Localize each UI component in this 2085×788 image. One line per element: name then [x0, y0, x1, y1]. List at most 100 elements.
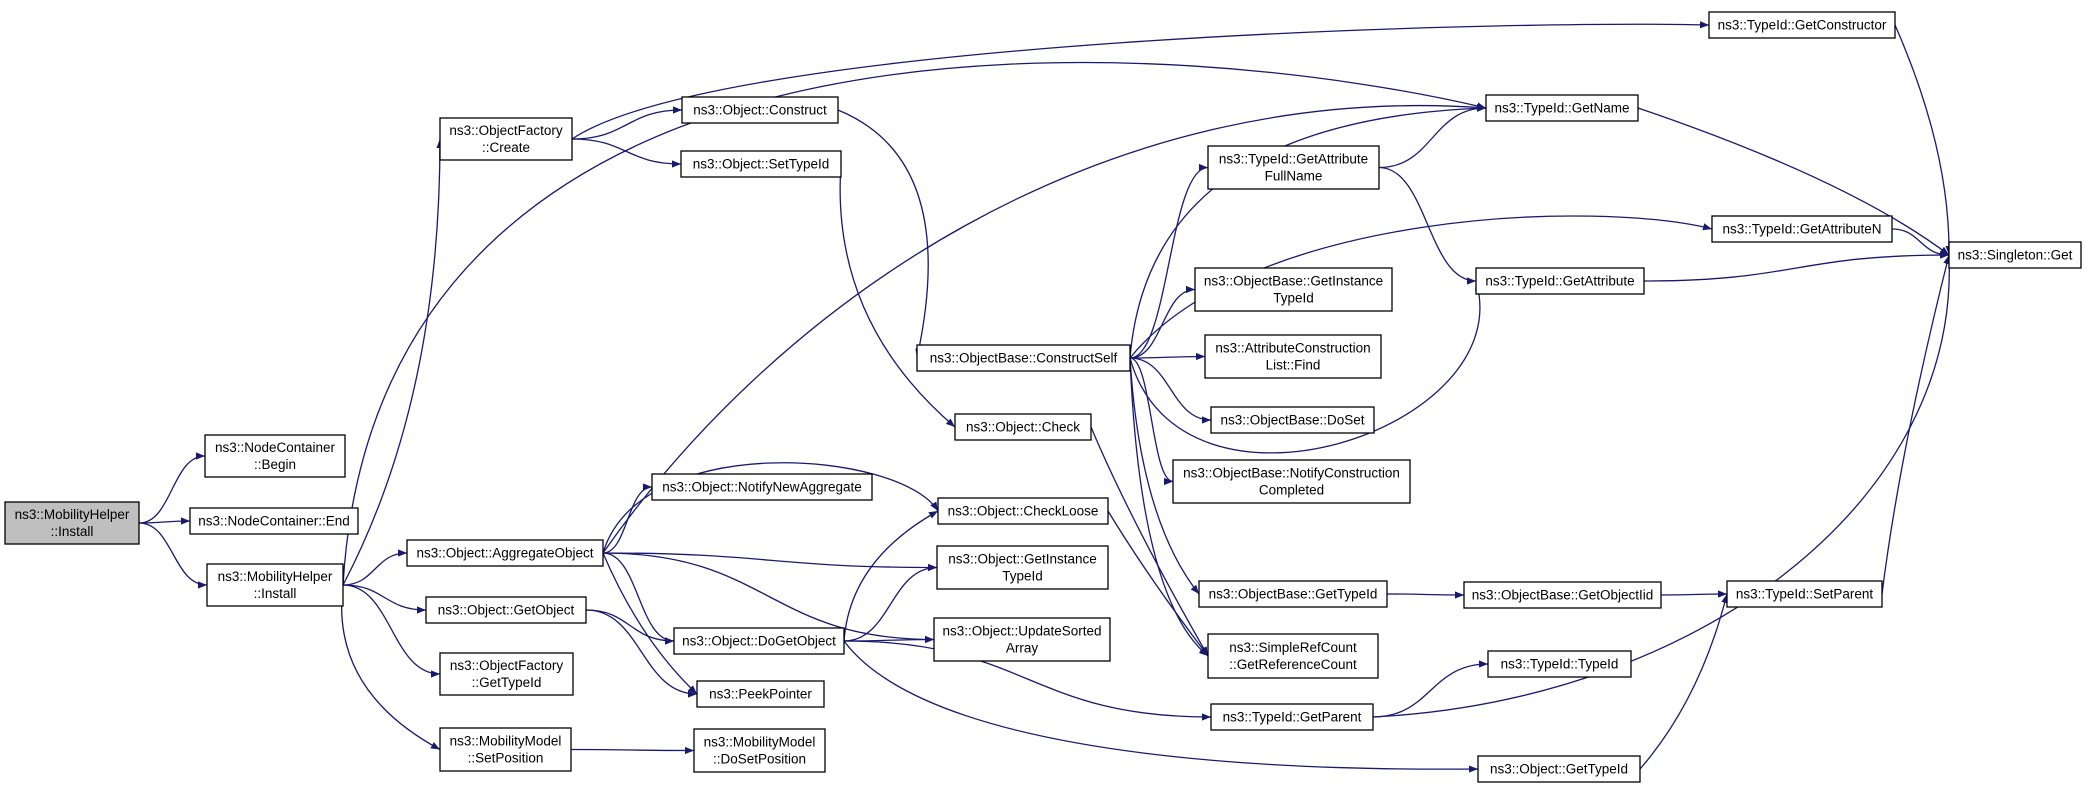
edge-line [1378, 104, 1487, 169]
edge-line [138, 452, 206, 524]
node-label: ns3::MobilityModel [704, 735, 816, 750]
node-label: Array [1006, 641, 1039, 656]
node-ob-doset[interactable]: ns3::ObjectBase::DoSet [1210, 406, 1375, 434]
node-mm-dosetpos[interactable]: ns3::MobilityModel::DoSetPosition [693, 728, 826, 773]
node-label: ns3::TypeId::GetAttribute [1485, 274, 1634, 289]
node-label: ::GetTypeId [472, 675, 542, 690]
edge-line [342, 584, 441, 678]
edge-line [1891, 228, 1950, 259]
node-box [1207, 145, 1380, 190]
edge-ob-constructself-to-acl-find [1129, 352, 1206, 361]
node-label: ns3::TypeId::SetParent [1736, 587, 1874, 602]
node-label: ns3::ObjectBase::NotifyConstruction [1183, 466, 1400, 481]
node-ob-constructself[interactable]: ns3::ObjectBase::ConstructSelf [916, 344, 1131, 372]
edge-mh-install-root-to-mh-install [138, 522, 208, 589]
edge-ob-constructself-to-ob-getinstance [1129, 285, 1196, 359]
node-label: ns3::ObjectBase::ConstructSelf [930, 351, 1118, 366]
node-of-gettypeid[interactable]: ns3::ObjectFactory::GetTypeId [439, 652, 574, 696]
node-box [916, 344, 1131, 372]
node-box [1463, 581, 1662, 609]
node-o-notify[interactable]: ns3::Object::NotifyNewAggregate [651, 473, 873, 501]
node-ob-getobjectiid[interactable]: ns3::ObjectBase::GetObjectIid [1463, 581, 1662, 609]
node-nc-end[interactable]: ns3::NodeContainer::End [189, 507, 359, 535]
node-nc-begin[interactable]: ns3::NodeContainer::Begin [204, 434, 346, 478]
node-label: ns3::Singleton::Get [1958, 248, 2073, 263]
edge-o-construct-to-ob-constructself [837, 109, 929, 359]
edge-line [1643, 251, 1950, 282]
edge-line [602, 103, 1487, 554]
edge-mh-install-to-t-getname [342, 61, 1487, 586]
edge-line [342, 61, 1487, 586]
node-mh-install-root[interactable]: ns3::MobilityHelper::Install [4, 501, 140, 545]
node-ob-gettypeid[interactable]: ns3::ObjectBase::GetTypeId [1198, 580, 1388, 608]
node-ob-notifyconst[interactable]: ns3::ObjectBase::NotifyConstructionCompl… [1172, 459, 1411, 504]
node-mm-setpos[interactable]: ns3::MobilityModel::SetPosition [439, 727, 572, 772]
edge-line [341, 584, 441, 751]
node-label: ::SetPosition [468, 751, 544, 766]
node-o-settypeid[interactable]: ns3::Object::SetTypeId [680, 150, 842, 178]
edge-of-create-to-t-getconstructor [571, 21, 1710, 140]
node-mh-install[interactable]: ns3::MobilityHelper::Install [206, 563, 344, 607]
node-src-getrefcount[interactable]: ns3::SimpleRefCount::GetReferenceCount [1207, 633, 1379, 679]
node-label: ns3::TypeId::GetConstructor [1718, 18, 1887, 33]
node-label: ns3::PeekPointer [709, 687, 812, 702]
edge-mh-install-to-of-create [342, 138, 444, 586]
edge-ob-constructself-to-ob-gettypeid [1129, 357, 1200, 595]
edge-line [1129, 285, 1196, 359]
edge-line [1639, 593, 1729, 770]
node-label: ns3::Object::NotifyNewAggregate [662, 480, 862, 495]
edge-ob-constructself-to-t-getattrfullname [1129, 163, 1209, 359]
node-label: ns3::MobilityModel [450, 734, 562, 749]
node-label: ns3::Object::GetObject [438, 603, 575, 618]
node-t-getattributen[interactable]: ns3::TypeId::GetAttributeN [1711, 215, 1893, 243]
node-box [206, 563, 344, 607]
edge-line [138, 522, 208, 589]
edge-line [571, 21, 1710, 140]
edge-line [1378, 166, 1477, 285]
node-t-typeid[interactable]: ns3::TypeId::TypeId [1487, 650, 1632, 678]
edge-line [585, 609, 698, 698]
edge-line [1660, 590, 1728, 598]
node-label: FullName [1265, 169, 1323, 184]
node-box [1711, 215, 1893, 243]
edge-o-getobject-to-peekpointer [585, 609, 698, 698]
node-o-dogetobject[interactable]: ns3::Object::DoGetObject [673, 627, 845, 655]
node-box [936, 545, 1109, 590]
node-o-gettypeid[interactable]: ns3::Object::GetTypeId [1477, 755, 1641, 783]
edge-o-dogetobject-to-o-checkloose [843, 510, 939, 642]
node-label: ns3::Object::Construct [693, 103, 827, 118]
node-singleton-get[interactable]: ns3::Singleton::Get [1948, 241, 2082, 269]
node-o-aggregate[interactable]: ns3::Object::AggregateObject [406, 539, 604, 567]
node-box [1207, 633, 1379, 679]
node-label: ns3::Object::SetTypeId [693, 157, 830, 172]
node-box [937, 497, 1109, 525]
node-o-checkloose[interactable]: ns3::Object::CheckLoose [937, 497, 1109, 525]
edge-o-dogetobject-to-o-gettypeid [843, 640, 1479, 773]
node-t-getparent[interactable]: ns3::TypeId::GetParent [1210, 703, 1374, 731]
node-o-check[interactable]: ns3::Object::Check [954, 413, 1092, 441]
edge-ob-constructself-to-src-getrefcount [1129, 357, 1209, 657]
node-of-create[interactable]: ns3::ObjectFactory::Create [439, 117, 573, 161]
node-label: ns3::Object::UpdateSorted [942, 624, 1101, 639]
node-box [1194, 267, 1393, 312]
node-box [189, 507, 359, 535]
node-t-setparent[interactable]: ns3::TypeId::SetParent [1726, 580, 1883, 608]
node-o-construct[interactable]: ns3::Object::Construct [681, 96, 839, 124]
edge-ob-gettypeid-to-ob-getobjectiid [1386, 591, 1465, 599]
edge-t-getattributen-to-singleton-get [1891, 228, 1950, 259]
edge-line [1129, 357, 1212, 424]
edge-o-check-to-src-getrefcount [1090, 426, 1209, 657]
node-box [1477, 755, 1641, 783]
node-t-getname[interactable]: ns3::TypeId::GetName [1485, 94, 1639, 122]
node-t-getattribute[interactable]: ns3::TypeId::GetAttribute [1475, 267, 1645, 295]
node-label: List::Find [1266, 358, 1321, 373]
edge-line [1090, 426, 1209, 657]
node-peekpointer[interactable]: ns3::PeekPointer [696, 680, 825, 708]
node-t-getconstructor[interactable]: ns3::TypeId::GetConstructor [1708, 11, 1896, 39]
node-o-getobject[interactable]: ns3::Object::GetObject [425, 596, 587, 624]
